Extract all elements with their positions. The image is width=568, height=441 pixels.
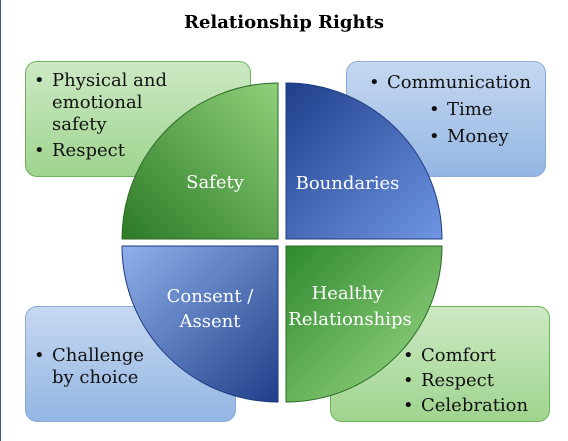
boundaries-label: Boundaries (295, 173, 400, 194)
healthy-label-line2: Relationships (288, 309, 412, 330)
list-item: Respect (34, 140, 172, 162)
list-item: Challenge by choice (34, 345, 162, 389)
healthy-label-line1: Healthy (311, 283, 384, 304)
list-item: Communication (369, 72, 547, 94)
list-item: Time (429, 99, 547, 121)
consent-label-line1: Consent / (166, 286, 254, 307)
list-item: Celebration (403, 395, 546, 417)
list-item: Comfort (403, 345, 546, 367)
quadrant-consent (121, 245, 279, 403)
quadrant-boundaries (285, 82, 443, 240)
quadrant-healthy (285, 245, 443, 403)
quadrant-safety (121, 82, 279, 240)
diagram-title: Relationship Rights (184, 12, 384, 33)
consent-label-line2: Assent (179, 311, 241, 332)
safety-label: Safety (186, 172, 244, 193)
frame-border (0, 0, 1, 441)
list-item: Physical and emotional safety (34, 70, 172, 136)
list-item: Money (429, 126, 547, 148)
list-item: Respect (403, 370, 546, 392)
